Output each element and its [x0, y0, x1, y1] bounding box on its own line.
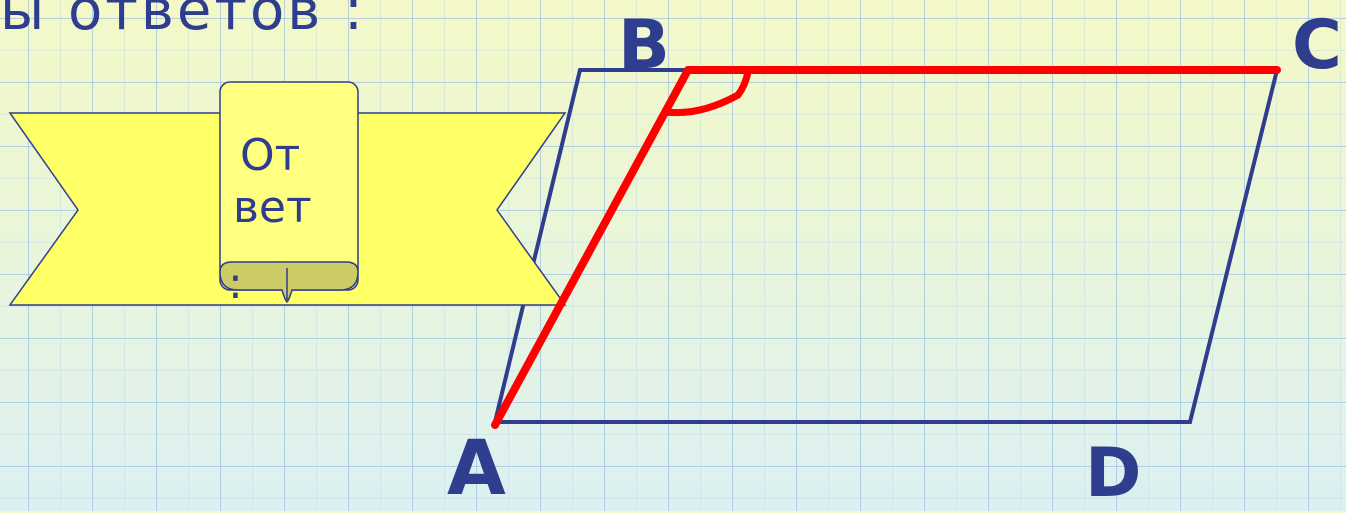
vertex-label-b: B [618, 6, 670, 85]
highlighted-angle-b [491, 66, 1281, 429]
vertex-label-a: A [447, 423, 506, 512]
answer-text-line-3: : [228, 258, 243, 309]
answer-text-line-2: вет [233, 182, 312, 233]
answer-text-line-1: От [240, 130, 301, 181]
angle-b-arc [662, 68, 752, 117]
vertex-label-d: D [1085, 434, 1142, 513]
page-title: ы ответов : [0, 0, 366, 43]
answer-scroll[interactable] [219, 81, 359, 304]
parallelogram-abcd [492, 68, 1280, 424]
vertex-label-c: C [1292, 6, 1342, 85]
